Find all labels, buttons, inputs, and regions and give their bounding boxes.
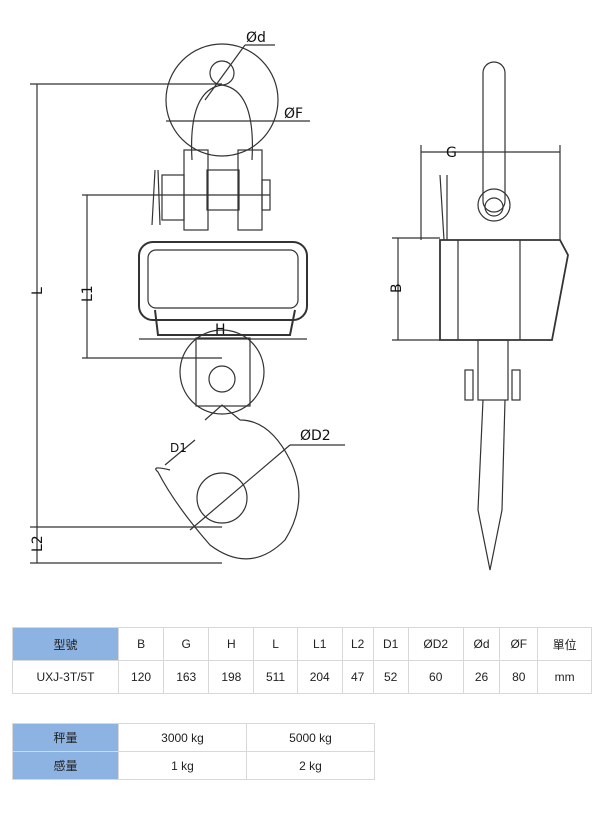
label-g: G [446,145,457,161]
cell: 511 [253,660,298,694]
header-cell: B [117,627,165,661]
header-cell: Ød [462,627,501,661]
cell: 1 kg [118,751,247,780]
label-d1: D1 [170,441,187,455]
cell: 5000 kg [246,723,375,752]
cell: 120 [117,660,165,694]
label-d2: ØD2 [300,428,331,444]
label-l2: L2 [30,535,46,552]
row-label: 感量 [12,751,119,780]
cell: 26 [462,660,501,694]
header-cell: L2 [341,627,374,661]
table-row: 秤量 3000 kg 5000 kg [12,723,375,752]
crane-scale-drawing: Ød ØF L L1 L2 H D1 ØD2 G B [30,30,569,571]
header-cell: 型號 [12,627,119,661]
label-f: ØF [284,106,303,122]
cell: 2 kg [246,751,375,780]
cell: 52 [372,660,409,694]
table-row: 感量 1 kg 2 kg [12,751,375,780]
capacity-table: 秤量 3000 kg 5000 kg 感量 1 kg 2 kg [12,723,375,780]
header-cell: G [163,627,210,661]
side-view [392,61,569,571]
cell: 80 [499,660,539,694]
label-h: H [215,322,226,338]
header-cell: L1 [296,627,343,661]
table-header-row: 型號 B G H L L1 L2 D1 ØD2 Ød ØF 單位 [12,627,592,661]
cell: UXJ-3T/5T [12,660,119,694]
header-cell: ØF [499,627,539,661]
label-l1: L1 [80,285,96,302]
table-row: UXJ-3T/5T 120 163 198 511 204 47 52 60 2… [12,660,592,694]
cell: 163 [163,660,210,694]
cell: mm [537,660,592,694]
cell: 47 [341,660,374,694]
label-l: L [30,287,46,295]
front-view [30,43,345,564]
header-cell: L [253,627,298,661]
cell: 60 [407,660,464,694]
label-b: B [389,283,405,293]
header-cell: D1 [372,627,409,661]
spec-table: 型號 B G H L L1 L2 D1 ØD2 Ød ØF 單位 UXJ-3T/… [12,627,592,694]
header-cell: 單位 [537,627,592,661]
cell: 204 [296,660,343,694]
cell: 198 [208,660,255,694]
cell: 3000 kg [118,723,247,752]
header-cell: H [208,627,255,661]
header-cell: ØD2 [407,627,464,661]
row-label: 秤量 [12,723,119,752]
label-d: Ød [246,30,266,46]
